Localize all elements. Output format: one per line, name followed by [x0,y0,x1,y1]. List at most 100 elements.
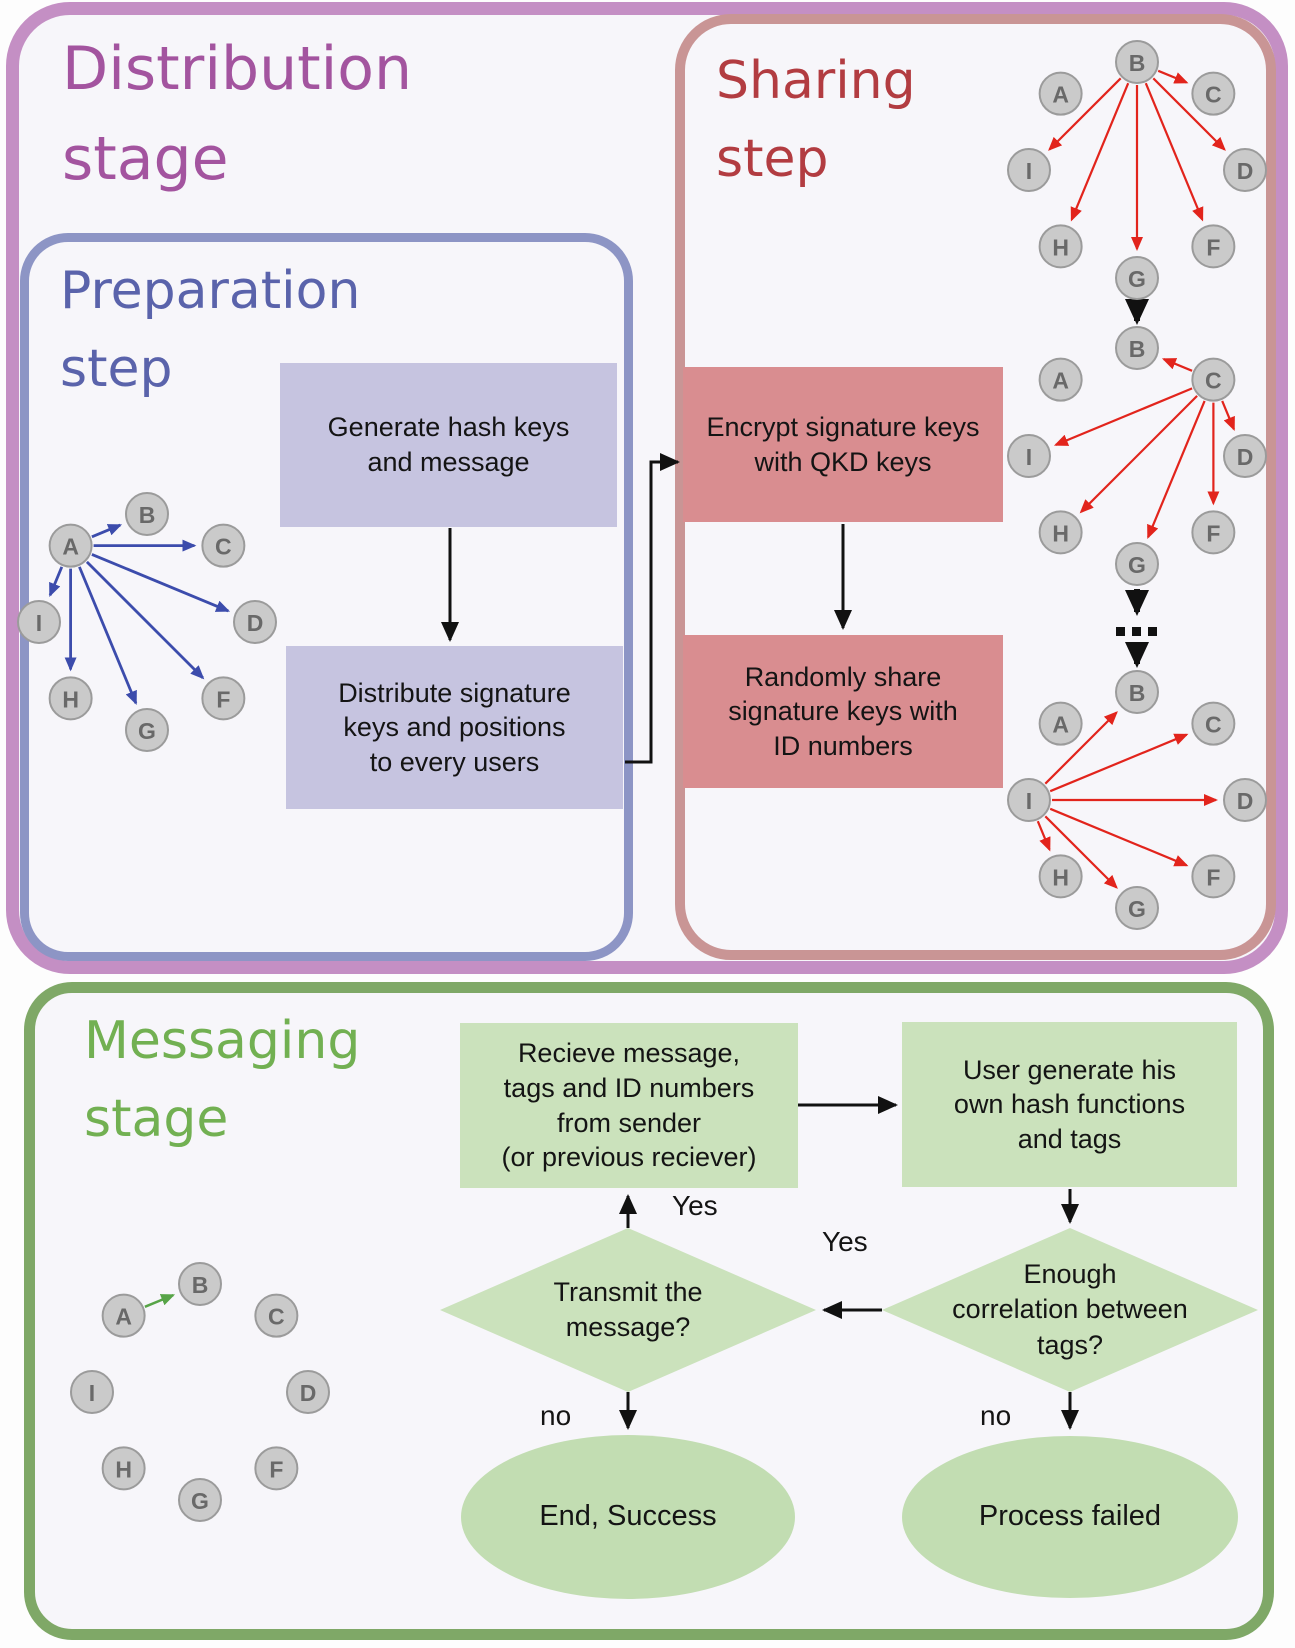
user-node-label-B: B [1129,336,1146,362]
user-node-label-A: A [1052,368,1069,394]
edge-C-to-H [1079,395,1198,514]
user-node-label-G: G [138,718,156,744]
edge-I-to-B [1044,711,1118,785]
user-node-A [1038,357,1083,402]
user-node-C [254,1293,299,1338]
user-node-label-C: C [1205,712,1222,738]
user-node-label-B: B [1129,680,1146,706]
edge-A-to-I [48,566,64,598]
user-node-A [101,1293,146,1338]
no-label-enough: no [980,1400,1012,1431]
user-node-label-H: H [1052,234,1069,260]
user-node-label-I: I [1026,444,1032,470]
user-node-label-G: G [191,1488,209,1514]
edge-B-to-I [1048,77,1122,151]
edge-I-to-C [1049,733,1189,793]
receive-message-box: Recieve message, tags and ID numbers fro… [460,1023,798,1188]
user-node-label-H: H [62,686,79,712]
user-node-H [1038,854,1083,899]
user-node-label-D: D [300,1380,317,1406]
edge-I-to-G [1044,815,1118,889]
user-node-B [1115,40,1159,84]
transmit-message-diamond [440,1228,816,1392]
no-label-transmit: no [540,1400,572,1431]
sharing-step-title: Sharing step [716,51,916,189]
user-node-D [233,600,277,644]
user-node-G [1115,256,1159,300]
distribute-signature-keys-box: Distribute signature keys and positions … [286,646,623,809]
sharing-rounds-ellipsis-dots [1116,627,1157,636]
user-node-D [1223,148,1267,192]
user-node-label-C: C [1205,82,1222,108]
user-node-label-G: G [1128,896,1146,922]
user-node-label-H: H [1052,520,1069,546]
user-node-B [125,492,169,536]
user-node-H [1038,224,1083,269]
user-node-D [1223,778,1267,822]
user-generate-box: User generate his own hash functions and… [902,1022,1237,1187]
user-generate-label: User generate his own hash functions and… [953,1054,1186,1154]
user-node-label-D: D [1237,444,1254,470]
process-failed-ellipse [902,1436,1238,1598]
edge-B-to-C [1157,69,1189,84]
randomly-share-keys-box: Randomly share signature keys with ID nu… [683,635,1003,788]
edge-I-to-F [1049,807,1189,867]
user-node-G [125,708,169,752]
user-node-label-D: D [1237,788,1254,814]
end-success-text: End, Success [539,1500,717,1533]
enough-correlation-text: Enough correlation between tags? [952,1259,1188,1360]
preparation-step-title: Preparation step [60,261,361,399]
randomly-share-keys-label: Randomly share signature keys with ID nu… [728,661,958,761]
user-node-I [1007,434,1051,478]
user-node-label-C: C [215,534,232,560]
user-node-H [101,1446,146,1491]
user-node-H [48,676,93,721]
transmit-message-text: Transmit the message? [553,1276,703,1342]
user-node-B [1115,670,1159,714]
user-node-D [286,1370,330,1414]
edge-A-to-B [91,523,123,539]
user-node-label-G: G [1128,266,1146,292]
user-node-C [1191,357,1236,402]
user-node-A [48,523,93,568]
user-node-label-A: A [1052,712,1069,738]
user-node-A [1038,701,1083,746]
generate-hash-keys-box: Generate hash keys and message [280,363,617,527]
user-node-I [17,600,61,644]
user-node-I [1007,778,1051,822]
user-node-label-C: C [1205,368,1222,394]
user-node-label-A: A [62,534,79,560]
distribute-signature-keys-label: Distribute signature keys and positions … [338,677,571,777]
user-node-C [201,523,246,568]
edge-B-to-F [1144,82,1204,222]
user-node-C [1191,71,1236,116]
user-node-B [1115,326,1159,370]
edge-A-to-F [85,560,205,680]
messaging-stage-title: Messaging stage [84,1011,361,1149]
edge-C-to-I [1053,387,1193,446]
enough-correlation-diamond [882,1228,1258,1392]
yes-label-enough: Yes [822,1226,868,1257]
receive-message-label: Recieve message, tags and ID numbers fro… [501,1038,757,1173]
user-node-G [1115,542,1159,586]
user-node-label-C: C [268,1304,285,1330]
user-node-F [1191,510,1236,555]
edge-A-to-D [91,553,231,613]
user-node-label-I: I [1026,158,1032,184]
user-node-F [254,1446,299,1491]
edge-I-to-H [1036,820,1051,852]
yes-label-transmit: Yes [672,1190,718,1221]
generate-hash-keys-label: Generate hash keys and message [327,412,570,477]
user-node-label-F: F [1206,864,1220,890]
edge-C-to-D [1221,400,1235,432]
user-node-label-A: A [115,1304,132,1330]
encrypt-signature-keys-box: Encrypt signature keys with QKD keys [683,367,1003,522]
user-node-label-D: D [1237,158,1254,184]
